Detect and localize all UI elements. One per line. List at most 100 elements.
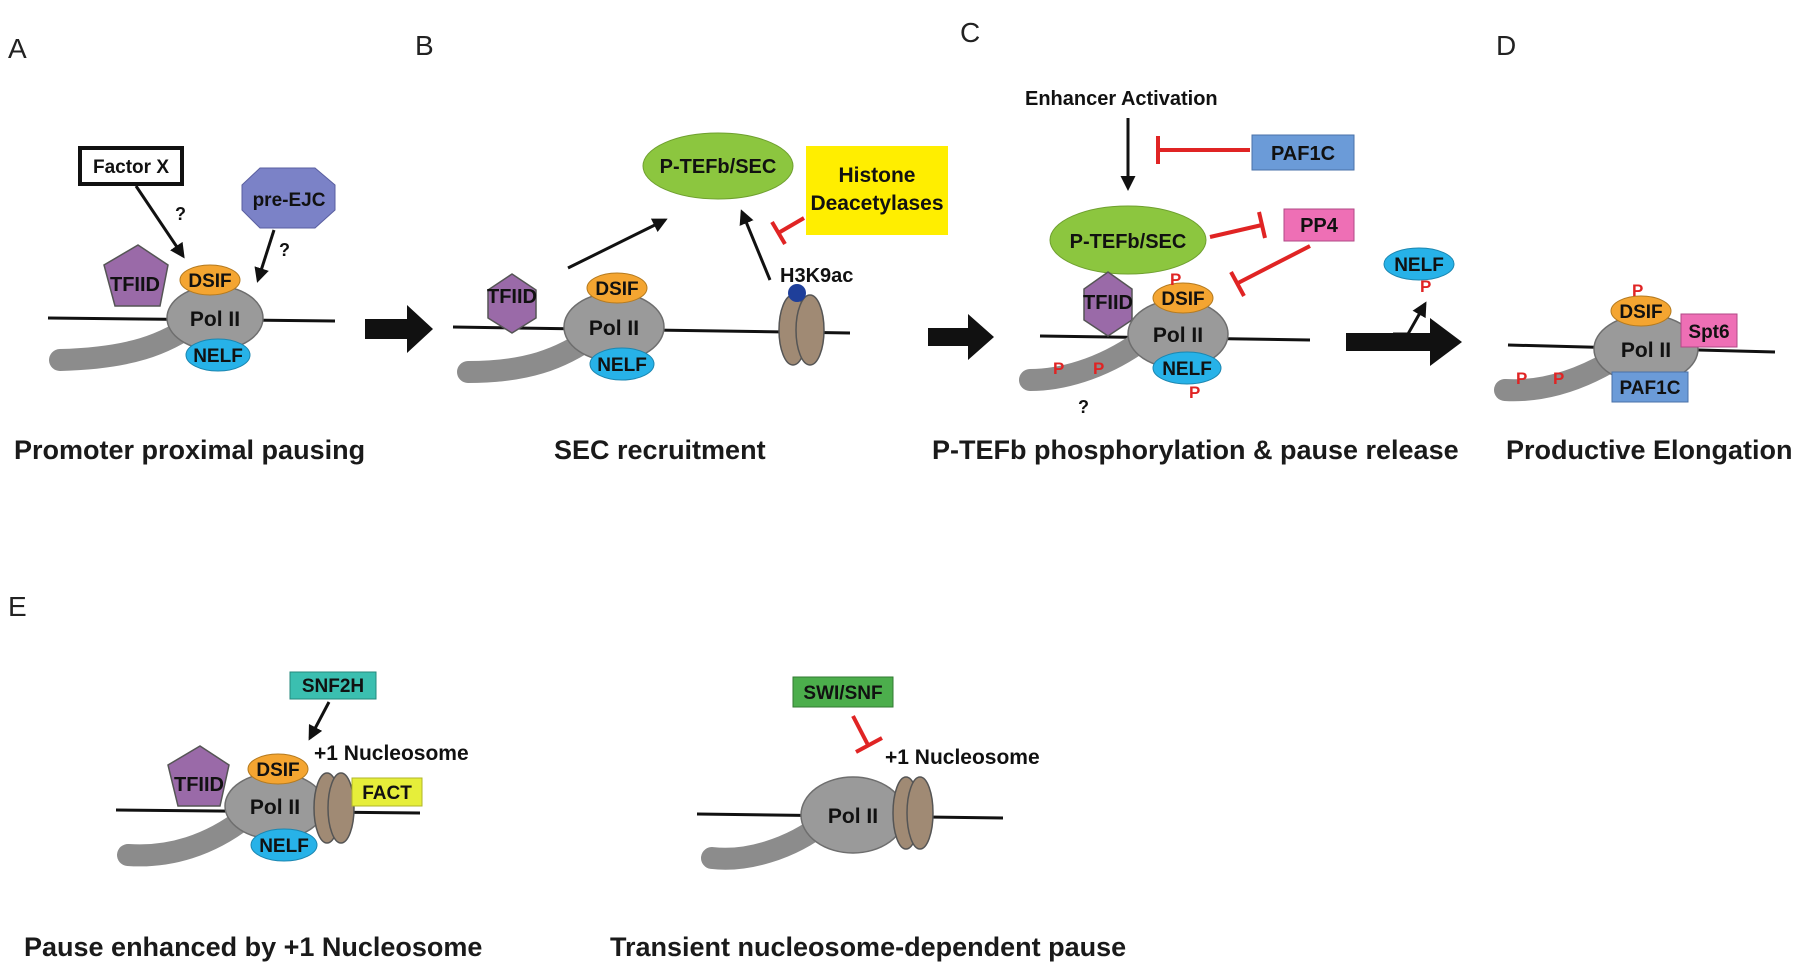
step-arrow [365,305,433,353]
tfiid-pentagon [167,745,230,807]
caption-c: P-TEFb phosphorylation & pause release [932,435,1459,465]
paf1c-box [1611,371,1689,403]
inhibition-line [851,715,870,746]
tfiid-hexagon [487,273,537,334]
rna-transcript [117,807,256,867]
caption-e1: Pause enhanced by +1 Nucleosome [24,932,482,962]
caption-d: Productive Elongation [1506,435,1793,465]
panel-e-left: SNF2H +1 Nucleosome TFIID Pol II DSIF NE… [24,671,482,962]
dsif-label: DSIF [256,760,299,781]
pol2-label: Pol II [828,805,878,828]
release-branch-arrow [1393,301,1427,336]
dsif-label: DSIF [188,271,231,292]
pp4-box [1283,208,1355,242]
tfiid-label: TFIID [174,774,224,796]
nelf-label: NELF [259,836,309,857]
ptefb-sec-ellipse [1049,205,1207,275]
pol2-label: Pol II [1153,324,1203,347]
h3k9ac-label: H3K9ac [780,265,853,287]
pre-ejc-label: pre-EJC [253,190,326,211]
question-mark: ? [279,240,290,260]
ptefb-sec-label: P-TEFb/SEC [660,156,777,178]
factor-x-label: Factor X [93,157,169,178]
nelf-label: NELF [1162,359,1212,380]
question-mark: ? [175,204,186,224]
rna-transcript [1019,331,1151,391]
caption-e2: Transient nucleosome-dependent pause [610,932,1126,962]
dsif-oval [179,264,241,296]
pol2-label: Pol II [1621,339,1671,362]
pol2-label: Pol II [250,796,300,819]
panel-e-right: SWI/SNF +1 Nucleosome Pol II Transient n… [610,676,1126,962]
panel-letter-b: B [415,30,434,61]
pp4-label: PP4 [1300,215,1339,237]
ptefb-sec-ellipse [642,132,794,200]
panel-a: TFIID Pol II DSIF NELF Factor X ? pre-EJ… [14,146,365,465]
nelf-release-arrow: NELF P [1346,247,1462,366]
panel-letter-c: C [960,17,980,48]
nelf-oval [589,347,655,381]
nelf-label: NELF [597,355,647,376]
pre-ejc-arrow [254,229,276,283]
swi-snf-label: SWI/SNF [803,683,882,704]
hdac-label-line2: Deacetylases [810,192,943,215]
rna-transcript [1494,351,1621,402]
hdac-label-line1: Histone [838,164,915,187]
step-arrow [1346,318,1462,366]
step-arrow [928,314,994,360]
panel-c: Enhancer Activation PAF1C P-TEFb/SEC PP4… [932,88,1459,465]
inhibition-line [1209,223,1263,239]
nelf-oval [250,828,318,862]
phospho-mark: P [1553,369,1564,388]
inhibition-bar [1229,271,1246,297]
pol2-label: Pol II [589,317,639,340]
snf2h-arrow [308,701,331,741]
nelf-oval [1152,351,1222,385]
nucleosome-label: +1 Nucleosome [314,742,469,765]
inhibition-line [778,216,806,234]
tfiid-to-sec-arrow [567,218,668,270]
dsif-label: DSIF [1161,289,1204,310]
factor-x-box [78,146,184,186]
phospho-mark: P [1093,359,1104,378]
inhibition-bar [1257,211,1267,239]
phospho-mark: P [1170,270,1181,289]
tfiid-label: TFIID [487,286,537,308]
panel-letter-a: A [8,33,27,64]
inhibition-bar [770,220,787,246]
h3k9ac-arrow [739,209,772,281]
panel-letter-e: E [8,591,27,622]
paf1c-label: PAF1C [1620,378,1681,399]
nelf-oval [185,338,251,372]
panel-d: P P Pol II DSIF P Spt6 PAF1C Productive … [1494,281,1793,465]
dsif-oval [586,272,648,304]
paf1c-label: PAF1C [1271,143,1335,165]
nelf-oval [1383,247,1455,281]
nelf-label: NELF [1394,255,1444,276]
dsif-oval [247,753,309,785]
snf2h-label: SNF2H [302,676,364,697]
tfiid-hexagon [1083,271,1133,337]
phospho-mark: P [1189,383,1200,402]
tfiid-label: TFIID [1083,292,1133,314]
paf1c-box [1251,134,1355,171]
fact-label: FACT [362,783,412,804]
dsif-label: DSIF [1619,302,1662,323]
nucleosome-disc [327,772,355,844]
acetyl-mark [788,284,806,302]
panel-b: TFIID Pol II DSIF NELF P-TEFb/SEC Histon… [452,132,948,465]
caption-b: SEC recruitment [554,435,766,465]
hdac-box [806,146,948,235]
factor-x-arrow [134,185,185,259]
nucleosome-label: +1 Nucleosome [885,746,1040,769]
phospho-mark: P [1053,359,1064,378]
swi-snf-box [792,676,894,708]
inhibition-line [1237,244,1311,285]
nucleosome-disc [906,776,934,850]
dsif-label: DSIF [595,279,638,300]
spt6-box [1680,313,1738,348]
inhibition-bar [855,736,883,754]
dsif-oval [1610,295,1672,327]
spt6-label: Spt6 [1688,322,1729,343]
